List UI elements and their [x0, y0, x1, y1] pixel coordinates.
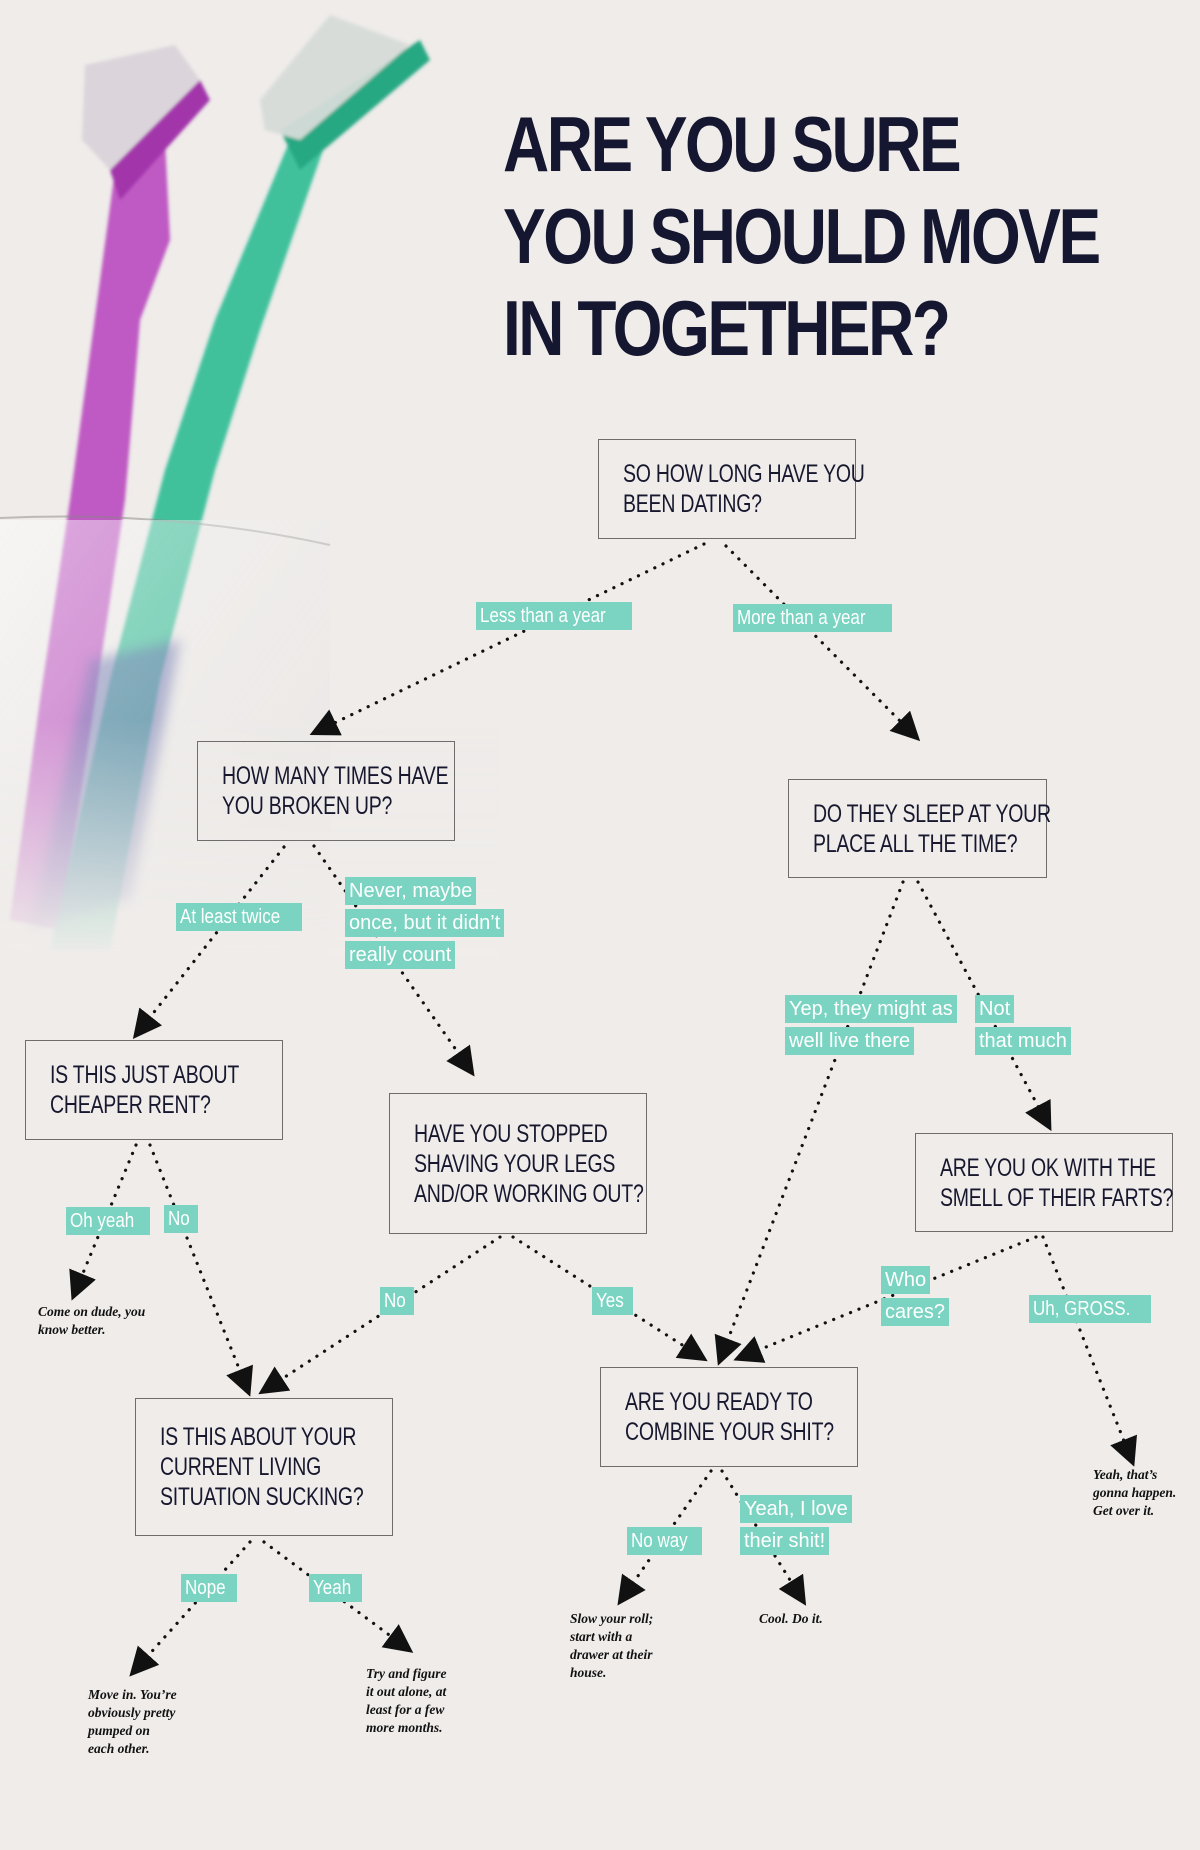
question-line: HAVE YOU STOPPED — [414, 1119, 608, 1148]
answer-cool-do-it: Cool. Do it. — [759, 1611, 823, 1626]
question-line: ARE YOU READY TO — [625, 1388, 813, 1416]
page-title: ARE YOU SURE YOU SHOULD MOVE IN TOGETHER… — [503, 98, 1101, 374]
question-line: HOW MANY TIMES HAVE — [222, 762, 449, 790]
tag-more-than-a-year: More than a year — [733, 604, 893, 632]
question-line: SO HOW LONG HAVE YOU — [623, 460, 865, 488]
question-line: AND/OR WORKING OUT? — [414, 1179, 644, 1208]
tag-uh-gross: Uh, GROSS. — [1029, 1295, 1152, 1323]
question-line: YOU BROKEN UP? — [222, 792, 393, 820]
question-line: BEEN DATING? — [623, 490, 762, 518]
question-line: CURRENT LIVING — [160, 1453, 322, 1481]
question-line: COMBINE YOUR SHIT? — [625, 1418, 834, 1446]
title-line-3: IN TOGETHER? — [503, 284, 951, 372]
question-line: SMELL OF THEIR FARTS? — [940, 1183, 1174, 1212]
question-line: CHEAPER RENT? — [50, 1091, 211, 1119]
question-line: ARE YOU OK WITH THE — [940, 1153, 1156, 1182]
tag-at-least-twice: At least twice — [176, 903, 302, 931]
tag-no-rent: No — [164, 1205, 198, 1233]
tag-no-shaving: No — [380, 1287, 414, 1315]
question-line: IS THIS JUST ABOUT — [50, 1061, 240, 1089]
tag-yes-shaving: Yes — [592, 1287, 633, 1315]
question-line: SITUATION SUCKING? — [160, 1483, 364, 1511]
tag-yeah-living: Yeah — [309, 1574, 362, 1602]
title-line-2: YOU SHOULD MOVE — [503, 192, 1101, 280]
question-line: SHAVING YOUR LEGS — [414, 1149, 616, 1178]
tag-no-way: No way — [627, 1527, 702, 1555]
question-line: DO THEY SLEEP AT YOUR — [813, 799, 1051, 828]
title-line-1: ARE YOU SURE — [503, 100, 962, 188]
question-line: PLACE ALL THE TIME? — [813, 829, 1018, 858]
tag-oh-yeah: Oh yeah — [66, 1207, 150, 1235]
tag-nope: Nope — [181, 1574, 237, 1602]
tag-less-than-a-year: Less than a year — [476, 602, 632, 630]
question-line: IS THIS ABOUT YOUR — [160, 1423, 357, 1451]
